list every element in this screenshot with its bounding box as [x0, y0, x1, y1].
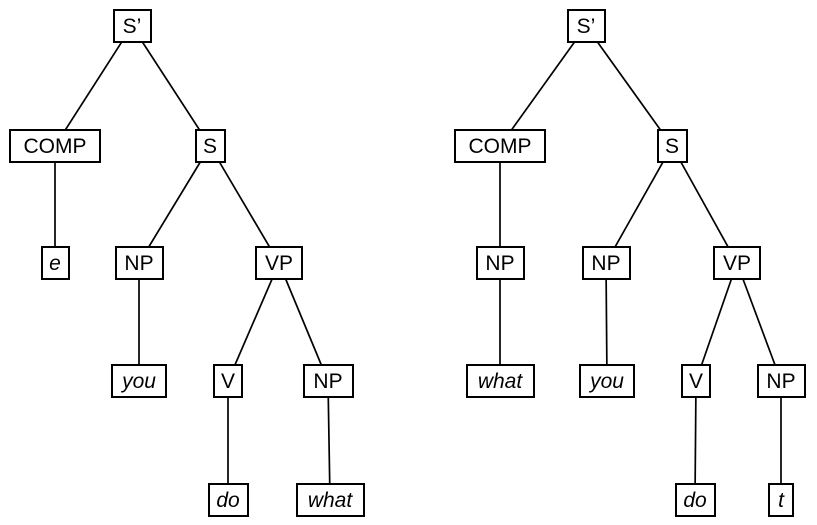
node-l-do: do: [207, 483, 249, 517]
tree-edge-l-sp-l-s: [131, 25, 211, 147]
tree-edge-r-np2-r-you: [605, 262, 608, 382]
node-l-vp: VP: [255, 246, 303, 280]
tree-edge-l-sp-l-comp: [54, 25, 133, 147]
tree-edge-l-vp-l-np2: [278, 262, 329, 382]
tree-edge-l-s-l-np1: [138, 145, 211, 264]
node-l-v: V: [213, 364, 243, 398]
node-l-s: S: [194, 129, 226, 163]
node-r-sp: S’: [566, 9, 606, 43]
node-l-e: e: [40, 246, 70, 280]
node-r-v: V: [681, 364, 711, 398]
node-l-you: you: [111, 364, 167, 398]
node-r-t: t: [768, 483, 794, 517]
node-r-np1: NP: [475, 246, 525, 280]
node-l-comp: COMP: [9, 129, 101, 163]
tree-edge-r-sp-r-comp: [499, 25, 587, 147]
node-r-what: what: [465, 364, 535, 398]
tree-edge-r-sp-r-s: [585, 25, 673, 147]
node-l-np2: NP: [302, 364, 354, 398]
tree-edge-l-s-l-vp: [209, 145, 280, 264]
tree-edge-r-v-r-do: [694, 380, 697, 501]
node-l-what: what: [295, 483, 365, 517]
node-l-sp: S’: [112, 9, 152, 43]
tree-edge-l-vp-l-v: [227, 262, 280, 382]
tree-edge-l-np2-l-what: [327, 380, 331, 501]
node-r-np3: NP: [756, 364, 806, 398]
tree-edge-r-vp-r-v: [695, 262, 738, 382]
node-r-vp: VP: [713, 246, 761, 280]
node-r-np2: NP: [581, 246, 631, 280]
tree-edge-r-s-r-np2: [605, 145, 673, 264]
node-r-s: S: [656, 129, 688, 163]
tree-edge-r-vp-r-np3: [736, 262, 782, 382]
node-l-np1: NP: [114, 246, 164, 280]
tree-edge-r-s-r-vp: [671, 145, 738, 264]
node-r-you: you: [579, 364, 635, 398]
node-r-do: do: [674, 483, 716, 517]
node-r-comp: COMP: [454, 129, 546, 163]
